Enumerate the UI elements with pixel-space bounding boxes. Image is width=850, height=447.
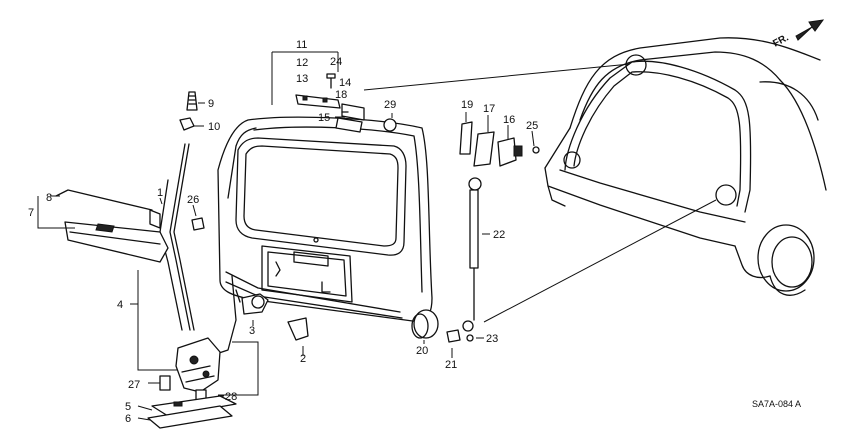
latch-assembly [147, 337, 237, 429]
tailgate-panel [217, 116, 433, 323]
callout-25: 25 [526, 120, 538, 132]
callout-3: 3 [249, 325, 255, 337]
callout-2: 2 [300, 353, 306, 365]
callout-14: 14 [339, 77, 351, 89]
callout-24: 24 [330, 56, 342, 68]
hinge-cover-parts [459, 121, 540, 167]
diagram-reference-code: SA7A-084 A [752, 399, 801, 409]
callout-10: 10 [208, 121, 220, 133]
callout-20: 20 [416, 345, 428, 357]
callout-21: 21 [445, 359, 457, 371]
lock-rods [159, 143, 237, 357]
callout-leaders [37, 51, 535, 421]
front-direction-label: FR. [771, 32, 791, 49]
callout-28: 28 [225, 391, 237, 403]
callout-11: 11 [296, 39, 307, 51]
callout-7: 7 [28, 207, 34, 219]
callout-22: 22 [493, 229, 505, 241]
callout-17: 17 [483, 103, 495, 115]
callout-5: 5 [125, 401, 131, 413]
callout-15: 15 [318, 112, 330, 124]
vehicle-rear-body [544, 37, 827, 296]
callout-12: 12 [296, 57, 308, 69]
strut-rod-top-parts [179, 91, 198, 131]
callout-27: 27 [128, 379, 140, 391]
gas-strut [462, 177, 482, 332]
callout-labels: 11 12 13 24 14 18 15 29 9 10 8 7 1 26 4 … [28, 39, 538, 425]
callout-29: 29 [384, 99, 396, 111]
hinge-assembly [295, 73, 365, 133]
callout-8: 8 [46, 192, 52, 204]
callout-13: 13 [296, 73, 308, 85]
callout-26: 26 [187, 194, 199, 206]
tailgate-handle [55, 189, 169, 263]
front-direction-arrow: FR. [771, 19, 825, 50]
callout-4: 4 [117, 299, 123, 311]
callout-19: 19 [461, 99, 473, 111]
pointer-lines [341, 63, 717, 323]
callout-9: 9 [208, 98, 214, 110]
callout-16: 16 [503, 114, 515, 126]
callout-23: 23 [486, 333, 498, 345]
callout-18: 18 [335, 89, 347, 101]
callout-6: 6 [125, 413, 131, 425]
callout-1: 1 [157, 187, 163, 199]
small-parts [191, 118, 474, 343]
